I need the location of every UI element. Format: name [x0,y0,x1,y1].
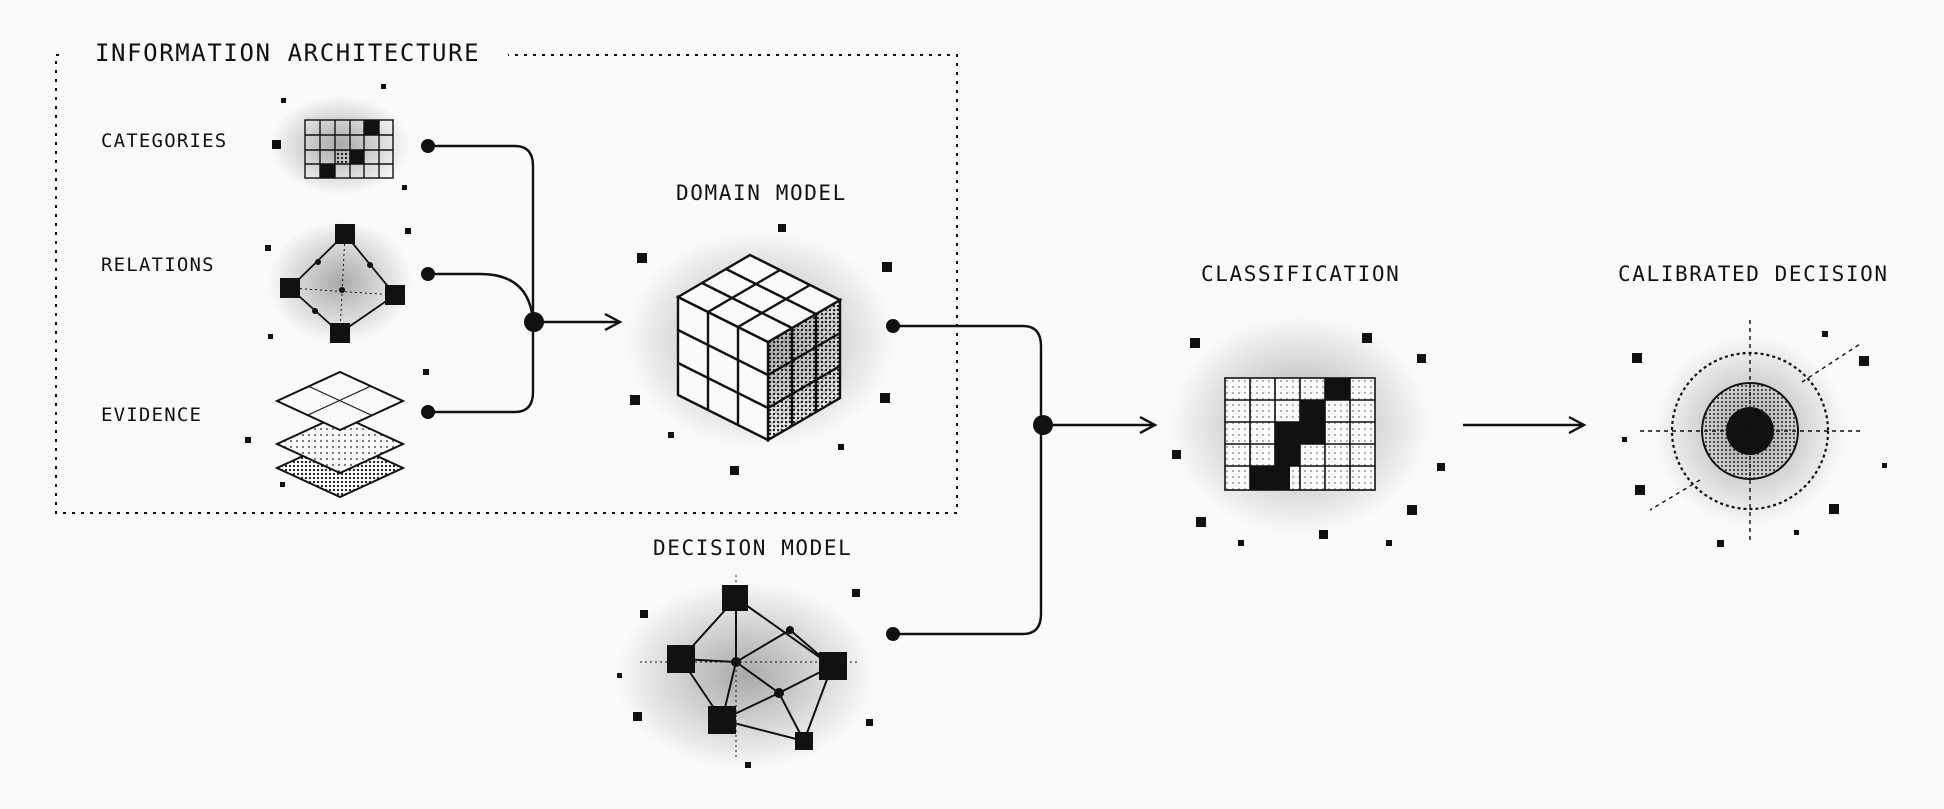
target-icon [1622,320,1887,547]
input-label-evidence: EVIDENCE [101,404,202,426]
input-label-categories: CATEGORIES [101,130,227,152]
input-connectors [428,144,623,414]
decision-arrow [1463,415,1587,435]
classification-label: CLASSIFICATION [1201,262,1400,286]
classification-grid-icon [1170,315,1445,546]
evidence-port [421,405,435,419]
information-architecture-frame: INFORMATION ARCHITECTURE [55,36,958,514]
domain-model-port [886,319,900,333]
relations-port [421,267,435,281]
decision-model-label: DECISION MODEL [653,536,852,560]
model-connectors [893,324,1158,636]
domain-model-label: DOMAIN MODEL [676,181,847,205]
merge-node [524,312,544,332]
categories-port [421,139,435,153]
grid-icon [270,84,410,195]
calibrated-decision-label: CALIBRATED DECISION [1618,262,1889,286]
information-architecture-title: INFORMATION ARCHITECTURE [95,39,480,67]
network-icon [265,220,412,344]
cube-icon [625,224,895,475]
graph-network-icon [615,575,875,770]
join-node [1033,415,1053,435]
decision-model-port [886,627,900,641]
input-label-relations: RELATIONS [101,254,215,276]
stacked-layers-icon [245,369,429,499]
